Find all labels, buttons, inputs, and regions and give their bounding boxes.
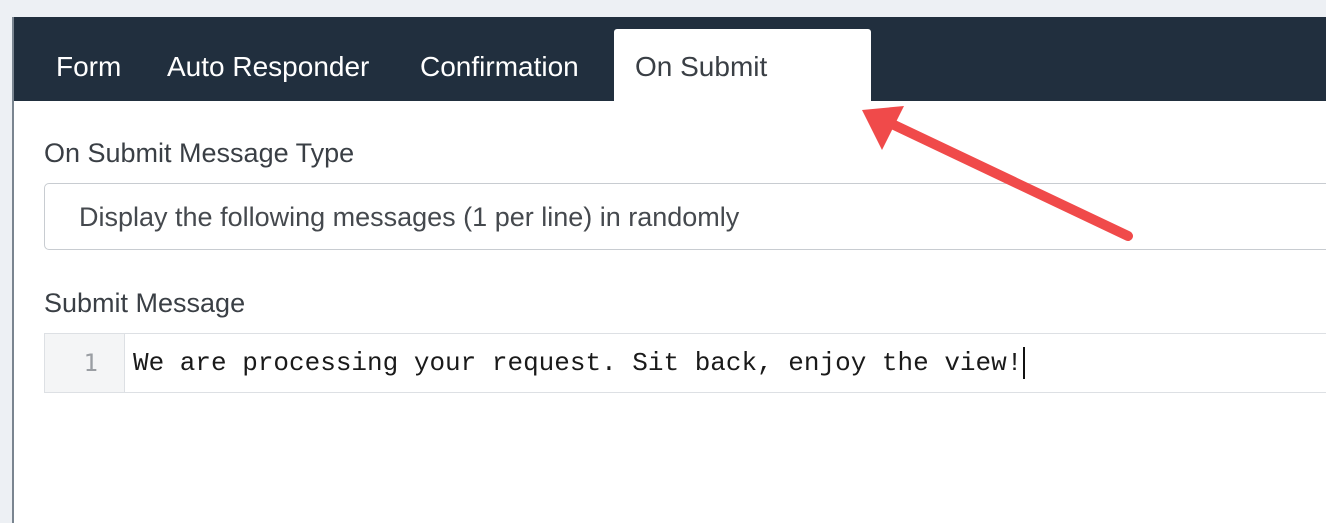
tab-form[interactable]: Form [56,51,122,82]
text-cursor [1023,347,1026,380]
line-number: 1 [83,349,98,377]
tab-auto-responder[interactable]: Auto Responder [167,51,370,82]
message-type-select[interactable]: Display the following messages (1 per li… [44,183,1326,250]
editor-line[interactable]: We are processing your request. Sit back… [133,334,1026,392]
tab-confirmation[interactable]: Confirmation [420,51,579,82]
submit-message-label: Submit Message [44,288,246,318]
editor-gutter: 1 [45,334,125,392]
settings-panel: Form Auto Responder Confirmation On Subm… [12,17,1326,523]
editor-line-text: We are processing your request. Sit back… [133,348,1023,378]
message-type-label: On Submit Message Type [44,138,355,168]
tab-bar: Form Auto Responder Confirmation On Subm… [14,17,1326,101]
submit-message-editor[interactable]: 1 We are processing your request. Sit ba… [44,333,1326,393]
message-type-selected-value: Display the following messages (1 per li… [79,202,740,232]
tab-on-submit[interactable]: On Submit [614,29,871,101]
